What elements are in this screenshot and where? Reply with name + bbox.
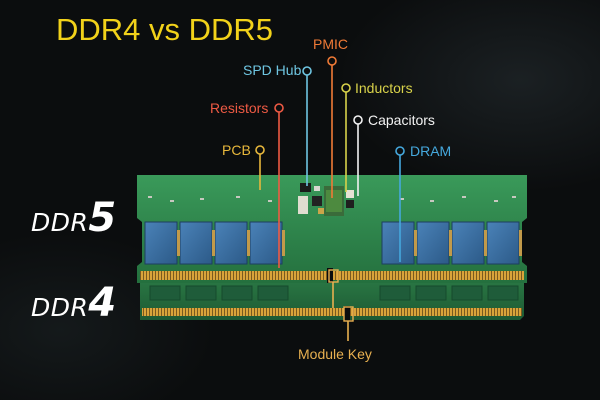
callout-leaders (255, 56, 405, 341)
dram-chip (486, 221, 520, 265)
pcb-label: PCB (222, 142, 251, 158)
spd-hub-label: SPD Hub (243, 62, 302, 78)
dram-label: DRAM (410, 143, 452, 159)
resistors-label: Resistors (210, 100, 269, 116)
module-key-label: Module Key (298, 346, 372, 362)
ddr4-prefix: DDR (31, 293, 89, 322)
dram-leader (395, 146, 405, 262)
dram-chip (249, 221, 283, 265)
spd-hub-leader (302, 66, 312, 186)
ddr5-generation: 5 (88, 195, 117, 241)
ddr4-label: DDR4 (31, 283, 116, 323)
dram-chip (381, 221, 415, 265)
ddr4-module-key-notch (344, 306, 350, 320)
capacitors-leader (353, 115, 363, 196)
pmic-leader (327, 56, 337, 198)
ddr5-module-key-notch (327, 268, 333, 283)
ddr5-label: DDR5 (31, 198, 116, 238)
ddr5-power-cluster (298, 183, 354, 216)
ddr5-dram-chip-pads (177, 230, 522, 256)
dram-chip (416, 221, 450, 265)
ddr4-module (140, 272, 524, 320)
module-key-leader (328, 269, 354, 341)
pcb-leader (255, 145, 265, 190)
dram-chip (451, 221, 485, 265)
pmic-label: PMIC (313, 36, 348, 52)
ddr4-generation: 4 (88, 280, 117, 326)
ddr5-smd-components (148, 196, 516, 202)
ddr5-prefix: DDR (31, 208, 89, 237)
capacitors-label: Capacitors (368, 112, 435, 128)
inductors-label: Inductors (355, 80, 413, 96)
dram-chip (144, 221, 178, 265)
inductors-leader (341, 83, 351, 192)
ddr4-chip-row (149, 285, 519, 301)
diagram-title: DDR4 vs DDR5 (56, 12, 274, 47)
ddr5-module (137, 175, 527, 283)
dram-chip (214, 221, 248, 265)
dram-chip (179, 221, 213, 265)
ddr4-gold-contacts (142, 308, 522, 316)
resistors-leader (274, 103, 284, 268)
